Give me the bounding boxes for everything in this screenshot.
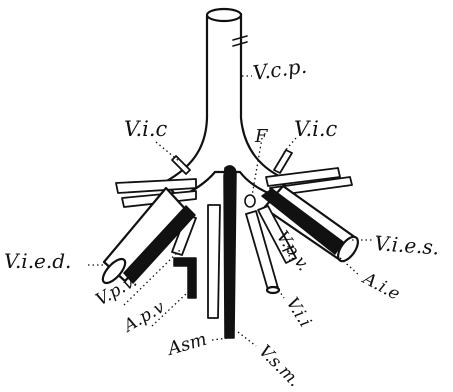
f-marker-oval — [245, 195, 255, 207]
label-vic-right: V.i.c — [294, 117, 338, 141]
label-vii: V.i.i — [282, 294, 315, 331]
label-vcp: V.c.p. — [251, 54, 308, 85]
label-aie: A.i.e — [358, 268, 403, 305]
label-vied: V.i.e.d. — [4, 249, 71, 273]
vein-vic-right-branch — [274, 150, 292, 173]
vein-vsm-long — [208, 205, 220, 318]
leader-vsm — [238, 332, 256, 346]
label-apv: A.p.v — [119, 297, 169, 337]
vena-cava-top-opening — [207, 9, 241, 21]
label-f: F — [254, 126, 269, 147]
artery-apv-dark — [174, 258, 196, 298]
label-asm: Asm — [164, 329, 210, 361]
label-vsm: V.s.m. — [254, 341, 304, 391]
vein-vii-opening — [267, 287, 279, 293]
label-vic-left: V.i.c — [124, 117, 168, 141]
label-vies: V.i.e.s. — [374, 231, 440, 259]
artery-asm-dark — [224, 166, 236, 338]
leader-asm — [212, 338, 228, 340]
